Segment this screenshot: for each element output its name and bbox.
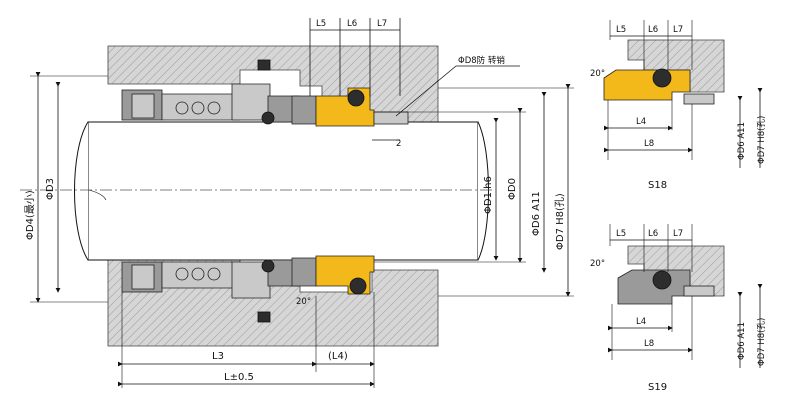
s19-label-D6: ΦD6 A11	[737, 322, 747, 360]
s18-label-L7: L7	[673, 25, 683, 35]
s19-seat	[617, 269, 691, 305]
s18-caption: S18	[648, 180, 667, 191]
s18-label-D7: ΦD7 H8(孔)	[757, 116, 767, 164]
bottom-dims: L3 (L4) L±0.5	[118, 292, 375, 388]
s18-label-L6: L6	[648, 25, 658, 35]
shaft	[74, 121, 489, 261]
detail-s19: L5 L6 L7 20° L4 L8 ΦD6 A11 ΦD7 H8(孔) S19	[590, 224, 767, 393]
s18-seat	[603, 69, 691, 101]
seal-lower	[121, 255, 375, 323]
o-ring-lower	[349, 277, 367, 295]
label-D6: ΦD6 A11	[531, 191, 542, 236]
label-D0: ΦD0	[507, 178, 518, 200]
left-diameter-dims: ΦD4(最小) ΦD3	[24, 72, 108, 303]
s18-label-L4: L4	[636, 117, 646, 127]
s19-label-L5: L5	[616, 229, 626, 239]
s18-label-L8: L8	[644, 139, 654, 149]
label-dim2: 2	[396, 139, 401, 149]
s18-label-L5: L5	[616, 25, 626, 35]
seal-upper	[121, 59, 409, 127]
s19-o-ring	[652, 270, 672, 290]
label-L: L±0.5	[224, 372, 254, 383]
s19-label-L8: L8	[644, 339, 654, 349]
label-D7: ΦD7 H8(孔)	[554, 193, 566, 250]
main-view: L5 L6 L7 ΦD8防 转销 2 ΦD4(最小) ΦD3 ΦD1 h6 ΦD…	[20, 18, 574, 388]
s18-o-ring	[652, 68, 672, 88]
label-L4-paren: (L4)	[328, 351, 348, 362]
label-L6: L6	[347, 19, 357, 29]
s19-label-D7: ΦD7 H8(孔)	[757, 318, 767, 366]
s19-label-L6: L6	[648, 229, 658, 239]
top-dims: L5 L6 L7	[309, 18, 401, 96]
right-diameter-dims: ΦD1 h6 ΦD0 ΦD6 A11 ΦD7 H8(孔)	[374, 84, 574, 297]
s19-label-L4: L4	[636, 317, 646, 327]
label-D4: ΦD4(最小)	[24, 190, 36, 240]
label-D3: ΦD3	[45, 178, 56, 200]
o-ring-upper	[347, 89, 365, 107]
label-L3: L3	[212, 351, 224, 362]
s19-label-angle: 20°	[590, 259, 605, 269]
s18-label-D6: ΦD6 A11	[737, 122, 747, 160]
label-L5: L5	[316, 19, 326, 29]
s19-caption: S19	[648, 382, 667, 393]
label-D1: ΦD1 h6	[483, 176, 494, 214]
label-D8: ΦD8防 转销	[458, 55, 505, 66]
s18-label-angle: 20°	[590, 69, 605, 79]
detail-s18: L5 L6 L7 20° L4 L8 ΦD6 A11 ΦD7 H8(孔) S18	[590, 20, 767, 191]
s19-label-L7: L7	[673, 229, 683, 239]
D8-leader	[395, 65, 457, 117]
label-L7: L7	[377, 19, 387, 29]
label-angle: 20°	[296, 297, 311, 307]
